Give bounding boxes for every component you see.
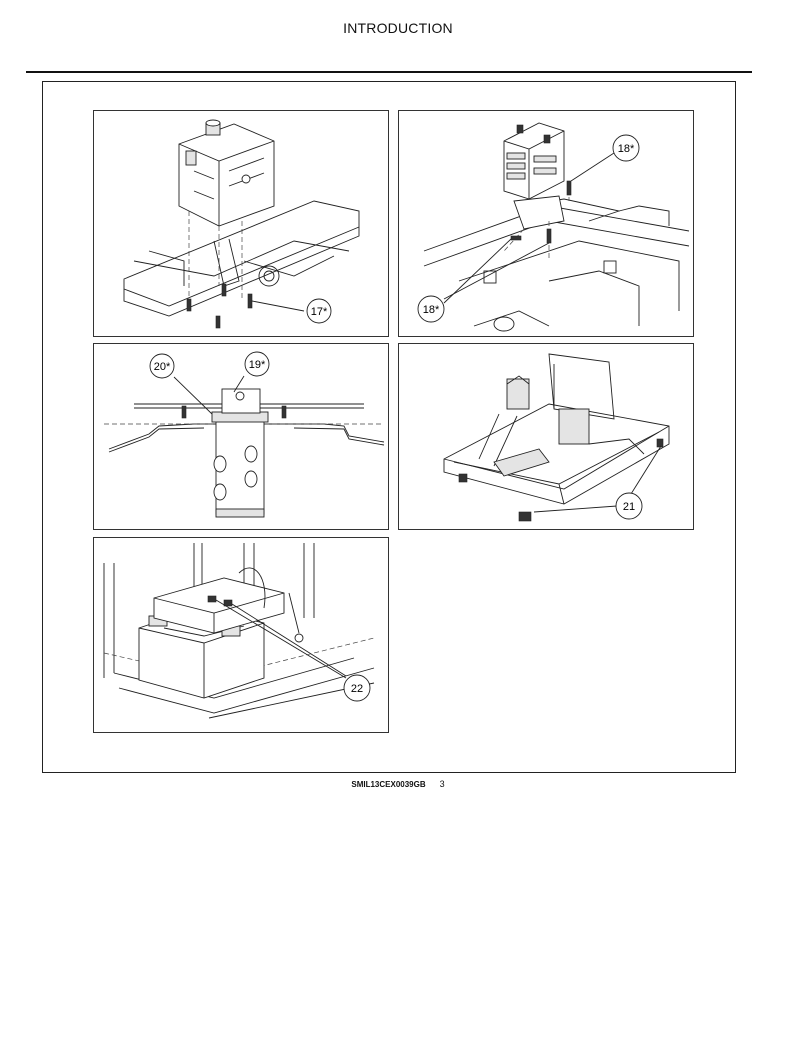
callout-20: 20* [154,361,171,373]
callout-18-bottom: 18* [423,304,440,316]
fig-hydraulic-tank: 17* [93,110,389,337]
figure-code: SMIL13CEX0039GB [351,780,426,789]
figure-frame: 17* [42,81,736,773]
fig-control-valve: 18* 18* [398,110,694,337]
header-rule [26,71,752,73]
fig-swivel-joint: 20* 19* [93,343,389,530]
callout-18-top: 18* [618,143,635,155]
callout-22: 22 [351,683,363,695]
fig-battery: 22 [93,537,389,733]
figure-caption: SMIL13CEX0039GB 3 [0,779,796,789]
callout-17: 17* [311,306,328,318]
page-number: 3 [439,779,445,789]
callout-19: 19* [249,359,266,371]
page-title: INTRODUCTION [343,20,453,36]
callout-21: 21 [623,501,635,513]
fig-cab-floor: 21 [398,343,694,530]
